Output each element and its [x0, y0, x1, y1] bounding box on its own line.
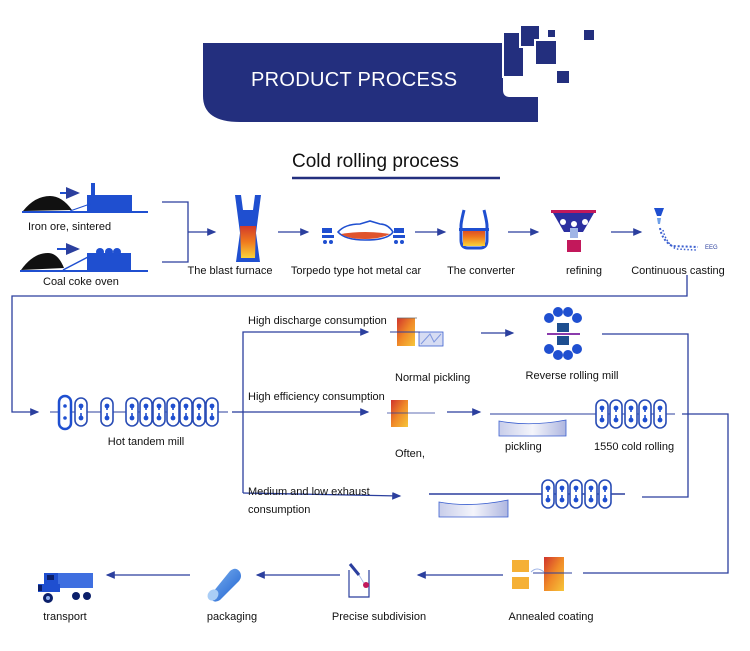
- label-reverse-rolling-mill: Reverse rolling mill: [525, 370, 619, 382]
- rolling-stand-icon: [125, 397, 139, 427]
- rolling-stand-icon: [192, 397, 206, 427]
- label-hot-tandem-mill: Hot tandem mill: [107, 436, 185, 448]
- normal-pickling-icon: [390, 317, 444, 347]
- continuous-casting-icon: EEG: [654, 208, 718, 251]
- banner: [203, 24, 594, 122]
- rolling-stand-icon: [555, 479, 569, 509]
- coke-oven-icon: [20, 243, 148, 272]
- rolling-stand-icon: [166, 397, 180, 427]
- label-continuous-casting: Continuous casting: [631, 265, 725, 277]
- label-converter: The converter: [447, 265, 515, 277]
- rolling-stand-icon: [139, 397, 153, 427]
- label-annealed-coating: Annealed coating: [508, 611, 594, 623]
- label-normal-pickling: Normal pickling: [395, 372, 471, 384]
- label-blast-furnace: The blast furnace: [187, 265, 273, 277]
- reverse-mill-connector: [602, 333, 689, 498]
- label-1550-cold-rolling: 1550 cold rolling: [594, 441, 675, 453]
- svg-text:EEG: EEG: [705, 245, 718, 251]
- precise-subdivision-icon: [348, 563, 370, 598]
- rolling-stand-icon: [100, 397, 114, 427]
- rolling-stand-icon: [179, 397, 193, 427]
- rolling-stand-icon: [638, 399, 652, 429]
- packaging-icon: [207, 568, 241, 602]
- reverse-rolling-mill-icon: [544, 307, 582, 360]
- banner-square: [502, 31, 525, 78]
- label-high-discharge: High discharge consumption: [248, 315, 387, 327]
- label-precise-subdivision: Precise subdivision: [331, 611, 427, 623]
- label-coal-coke-oven: Coal coke oven: [43, 276, 119, 288]
- roughing-stand-icon: [57, 394, 73, 431]
- branch-connectors: [232, 328, 402, 500]
- often-coil-icon: [387, 400, 435, 427]
- label-refining: refining: [565, 265, 603, 277]
- label-iron-ore: Iron ore, sintered: [28, 221, 112, 233]
- rolling-stand-icon: [541, 479, 555, 509]
- diagram-subtitle: Cold rolling process: [292, 151, 459, 172]
- hot-tandem-mill-icon: [50, 394, 228, 431]
- medium-rolling-stands-icon: [541, 479, 612, 509]
- rolling-stand-icon: [595, 399, 609, 429]
- label-torpedo-car: Torpedo type hot metal car: [290, 265, 422, 277]
- label-transport: transport: [43, 611, 87, 623]
- refining-icon: [551, 210, 596, 252]
- medium-pickling-tank-icon: [438, 499, 509, 518]
- label-pickling: pickling: [505, 441, 542, 453]
- pickling-tank-icon: [498, 419, 567, 437]
- merge-connector: [162, 201, 217, 263]
- banner-title: PRODUCT PROCESS: [251, 69, 458, 91]
- torpedo-car-icon: [322, 220, 405, 244]
- rolling-stand-icon: [74, 397, 88, 427]
- rolling-stand-icon: [569, 479, 583, 509]
- cold-rolling-connector: [583, 413, 729, 574]
- rolling-stand-icon: [205, 397, 219, 427]
- iron-ore-icon: [22, 183, 148, 213]
- label-packaging: packaging: [206, 611, 258, 623]
- rolling-stand-icon: [598, 479, 612, 509]
- cold-rolling-1550-icon: [595, 399, 667, 429]
- rolling-stand-icon: [609, 399, 623, 429]
- rolling-stand-icon: [152, 397, 166, 427]
- label-medium-low-line1: Medium and low exhaust: [248, 486, 370, 498]
- converter-icon: [459, 209, 489, 250]
- annealed-coating-icon: [512, 557, 572, 591]
- label-often: Often,: [395, 448, 425, 460]
- transport-truck-icon: [38, 573, 93, 603]
- blast-furnace-icon: [235, 195, 261, 262]
- casting-to-mill-connector: [11, 275, 688, 416]
- rolling-stand-icon: [653, 399, 667, 429]
- rolling-stand-icon: [624, 399, 638, 429]
- rolling-stand-icon: [584, 479, 598, 509]
- label-medium-low-line2: consumption: [248, 504, 311, 516]
- label-high-efficiency: High efficiency consumption: [248, 391, 385, 403]
